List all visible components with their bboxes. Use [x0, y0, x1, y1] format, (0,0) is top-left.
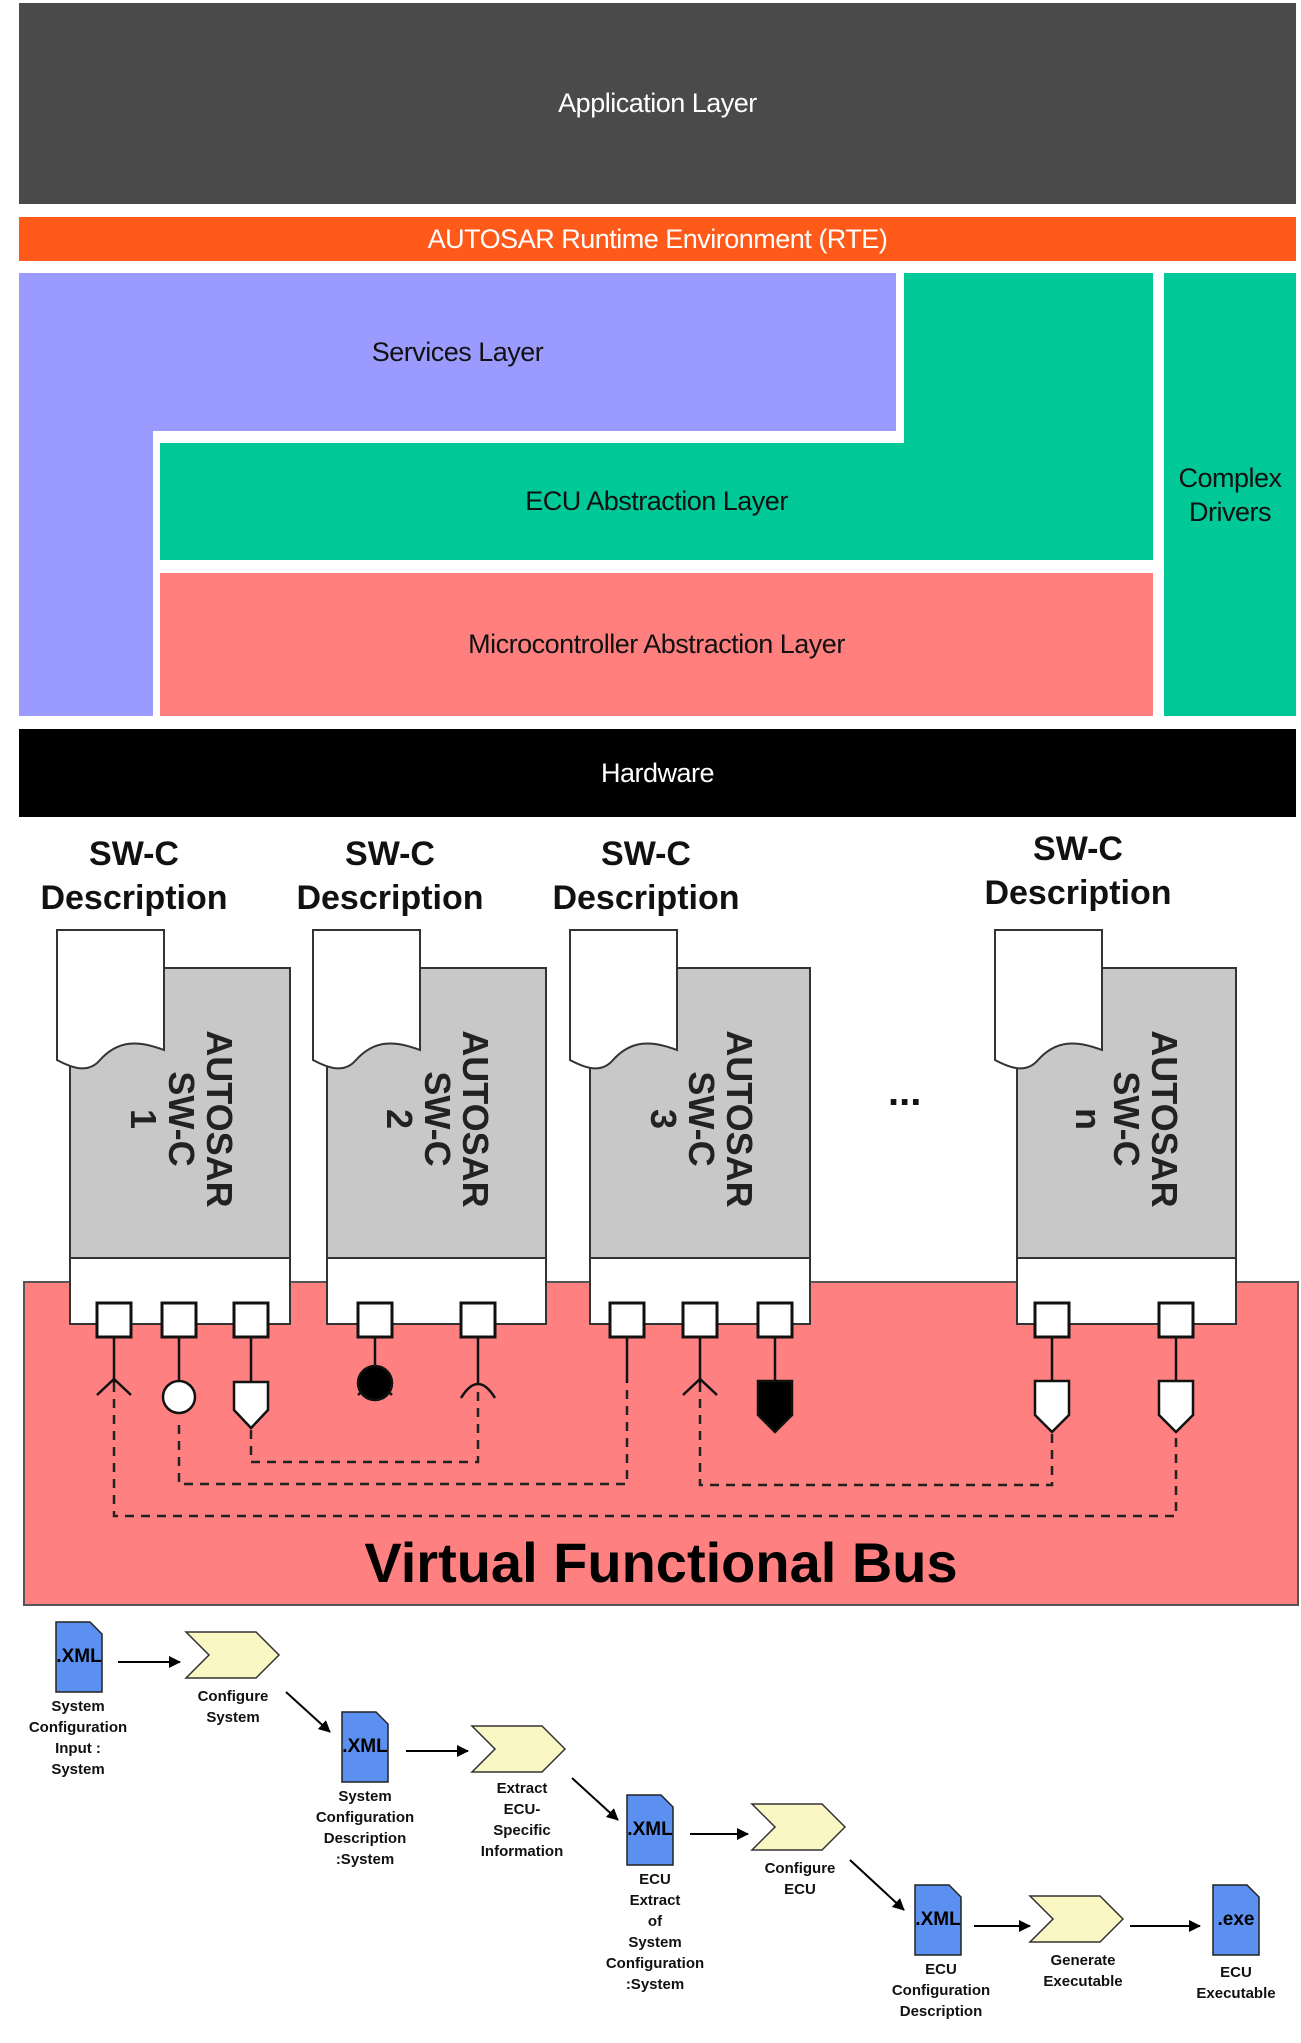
doc-label-ecu-configuration: ECU Configuration Description [891, 1961, 991, 2020]
xml-document-icon [626, 1794, 674, 1866]
sender-port-symbol [232, 1380, 270, 1430]
xml-document-icon [55, 1621, 103, 1693]
port-squares [95, 1301, 1195, 1339]
server-port-filled-symbol [356, 1364, 394, 1402]
vfb-label: Virtual Functional Bus [364, 1531, 958, 1594]
port-square [356, 1301, 394, 1339]
configure-ecu-activity [750, 1803, 847, 1851]
flow-arrow [285, 1691, 331, 1733]
port-symbols [96, 1364, 1195, 1434]
components-ellipsis: ... [888, 1070, 922, 1114]
microcontroller-abstraction-label: Microcontroller Abstraction Layer [468, 629, 845, 659]
doc-icon-text: .XML [342, 1736, 388, 1757]
generate-executable-activity [1028, 1895, 1125, 1943]
port-stems [112, 1335, 1178, 1383]
port-square [95, 1301, 133, 1339]
connection-3-to-n [698, 1383, 1054, 1487]
doc-icon-text: .XML [627, 1819, 673, 1840]
hardware-layer-label: Hardware [600, 757, 715, 788]
swc-name-2: AUTOSAR SW-C 2 [379, 1030, 496, 1208]
swc-name-3: AUTOSAR SW-C 3 [643, 1030, 760, 1208]
swc-description-title-3: SW-C Description [552, 835, 740, 917]
port-square [459, 1301, 497, 1339]
swc-name-1: AUTOSAR SW-C 1 [123, 1030, 240, 1208]
application-layer-label: Application Layer [558, 88, 757, 118]
swc-component-1 [56, 929, 291, 1325]
services-layer: Services Layer [19, 273, 896, 431]
flow-arrow [849, 1859, 905, 1911]
flow-arrow [571, 1777, 619, 1821]
doc-label-ecu-executable: ECU Executable [1196, 1964, 1276, 2002]
xml-document-icon [341, 1711, 389, 1783]
hardware-layer: Hardware [19, 729, 1296, 817]
complex-drivers: Complex Drivers [1164, 273, 1296, 716]
workflow-arrows [118, 1656, 1201, 1932]
services-layer-label: Services Layer [371, 336, 544, 367]
complex-drivers-label: Complex Drivers [1178, 462, 1282, 527]
activity-label-configure-system: Configure System [197, 1688, 269, 1726]
sender-port-filled-symbol [756, 1379, 794, 1434]
activity-label-extract-ecu: Extract ECU- Specific Information [480, 1780, 564, 1860]
server-port-symbol [161, 1379, 197, 1415]
port-square [756, 1301, 794, 1339]
description-document-icon [312, 929, 421, 1070]
port-square [232, 1301, 270, 1339]
doc-label-ecu-extract: ECU Extract of System Configuration :Sys… [605, 1871, 705, 1993]
client-port-symbol [459, 1382, 497, 1399]
doc-label-system-description: System Configuration Description :System [315, 1788, 415, 1868]
extract-ecu-info-activity [470, 1725, 567, 1773]
swc-component-2 [312, 929, 547, 1325]
vfb-connections [112, 1383, 1178, 1518]
port-square [160, 1301, 198, 1339]
description-document-icon [994, 929, 1103, 1070]
connection-1-to-3 [112, 1383, 1178, 1518]
workflow-activities [184, 1631, 1125, 1943]
port-square [608, 1301, 646, 1339]
rte-layer-label: AUTOSAR Runtime Environment (RTE) [427, 223, 888, 254]
workflow-documents [55, 1621, 1260, 1956]
microcontroller-abstraction-layer: Microcontroller Abstraction Layer [160, 573, 1153, 716]
receiver-port-symbol [96, 1377, 132, 1396]
swc-component-n [994, 929, 1237, 1325]
doc-icon-text: .XML [915, 1909, 961, 1930]
sender-port-symbol [1157, 1379, 1195, 1434]
xml-document-icon [914, 1884, 962, 1956]
doc-icon-text: .exe [1217, 1909, 1255, 1930]
ecu-abstraction-label: ECU Abstraction Layer [525, 486, 788, 516]
receiver-port-symbol [682, 1377, 718, 1396]
doc-label-system-input: System Configuration Input : System [28, 1698, 128, 1778]
connection-1-to-2 [249, 1383, 480, 1464]
swc-description-title-n: SW-C Description [984, 830, 1172, 912]
exe-document-icon [1212, 1884, 1260, 1956]
port-square [1033, 1301, 1071, 1339]
configure-system-activity [184, 1631, 281, 1679]
rte-layer: AUTOSAR Runtime Environment (RTE) [19, 217, 1296, 261]
sender-port-symbol [1033, 1379, 1071, 1434]
swc-description-title-2: SW-C Description [296, 835, 484, 917]
application-layer: Application Layer [19, 3, 1296, 204]
port-square [681, 1301, 719, 1339]
ecu-abstraction-layer: ECU Abstraction Layer [160, 443, 1153, 560]
swc-description-title-1: SW-C Description [40, 835, 228, 917]
ecu-abstraction-upper [904, 273, 1153, 443]
activity-label-configure-ecu: Configure ECU [764, 1860, 836, 1898]
description-document-icon [56, 929, 165, 1070]
swc-name-n: AUTOSAR SW-C n [1068, 1030, 1185, 1208]
doc-icon-text: .XML [56, 1646, 102, 1667]
port-square [1157, 1301, 1195, 1339]
description-document-icon [569, 929, 678, 1070]
activity-label-generate-executable: Generate Executable [1043, 1952, 1123, 1990]
